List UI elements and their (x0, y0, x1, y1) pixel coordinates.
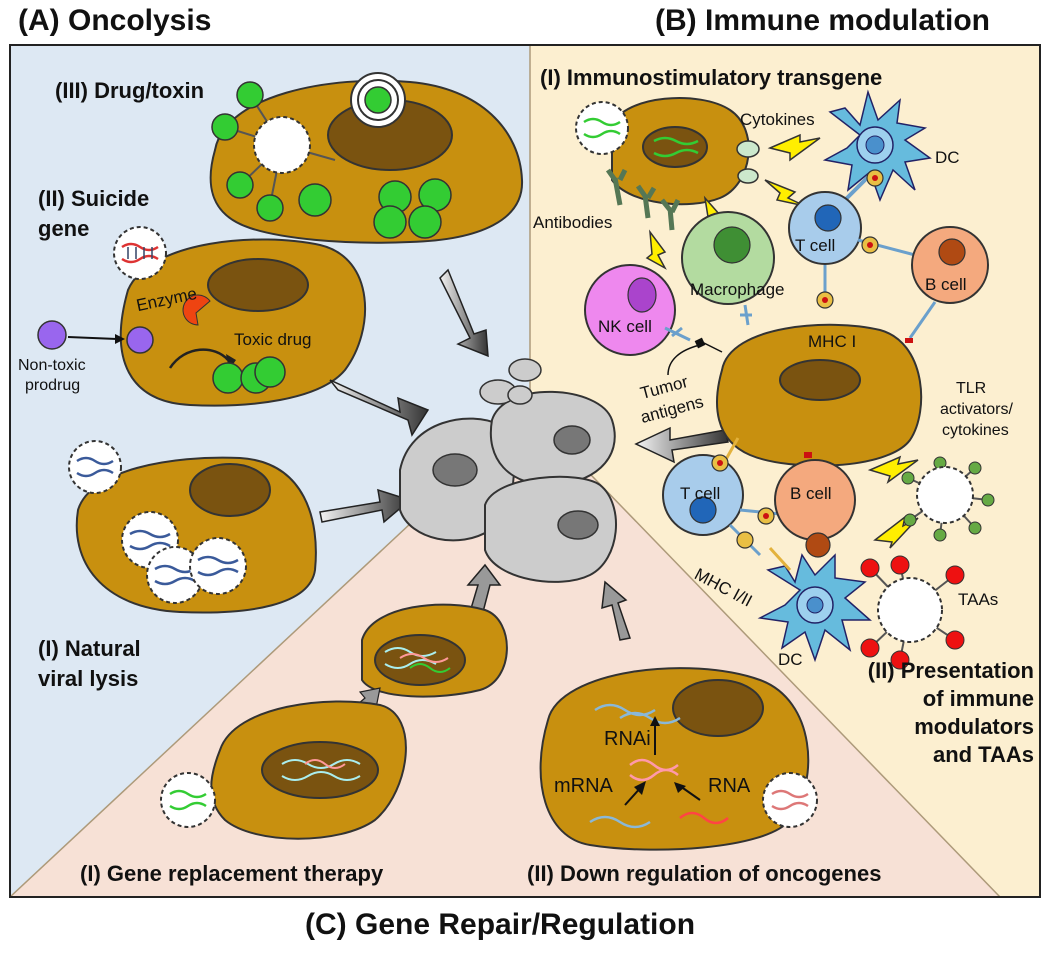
toxic-drug-label: Toxic drug (234, 330, 312, 349)
rna-label: RNA (708, 775, 751, 797)
tlr-label-1: TLR (956, 380, 987, 397)
oncolytic-virus-icon (113, 226, 167, 280)
b-cell (905, 226, 989, 343)
t-cell-label-bottom: T cell (680, 484, 721, 503)
panel-b-transgene-label: (I) Immunostimulatory transgene (540, 65, 883, 90)
b-cell-label-top: B cell (925, 275, 967, 294)
viral-lysis-tumor-cell (75, 456, 317, 614)
tlr-label-2: activators/ (940, 401, 1013, 418)
b-cell-label-bottom: B cell (790, 484, 832, 503)
panel-b-presentation-label-3: modulators (914, 714, 1034, 739)
figure-frame (9, 44, 1041, 898)
macrophage (681, 211, 775, 326)
panel-b-presentation-label-2: of immune (922, 686, 1034, 711)
panel-b-presentation-label-1: (II) Presentation (867, 658, 1034, 683)
panel-c-title: (C) Gene Repair/Regulation (305, 908, 696, 941)
dendritic-cell (822, 89, 932, 203)
suicide-gene-tumor-cell (119, 238, 367, 407)
panel-a-suicide-gene-label-2: gene (38, 216, 90, 241)
dc-label-bottom: DC (778, 650, 803, 669)
transgene-tumor-cell (611, 97, 760, 206)
panel-b-presentation-label-4: and TAAs (932, 742, 1034, 767)
oncogene-regulation-tumor-cell (539, 667, 810, 851)
arrow-icon (466, 563, 631, 641)
mhc-i-label: MHC I (808, 332, 857, 351)
oncolytic-virus-icon (575, 101, 629, 155)
macrophage-label: Macrophage (690, 280, 785, 299)
oncolytic-virus-icon (901, 456, 995, 542)
oncolytic-virus-icon (860, 555, 965, 670)
b-cell (774, 452, 856, 558)
oncolytic-virus-icon (160, 772, 216, 828)
panel-a-viral-lysis-label-1: (I) Natural (38, 636, 141, 661)
panel-a-suicide-gene-label-1: (II) Suicide (38, 186, 150, 211)
gene-replacement-tumor-cell (210, 700, 407, 840)
panel-a-drug-toxin-label: (III) Drug/toxin (55, 78, 205, 103)
tlr-label-3: cytokines (942, 422, 1009, 439)
mrna-label: mRNA (554, 775, 613, 797)
panel-a-viral-lysis-label-2: viral lysis (38, 666, 139, 691)
prodrug-molecule-icon (37, 320, 67, 350)
t-cell (662, 454, 791, 557)
panel-c-gene-replacement-label: (I) Gene replacement therapy (80, 861, 384, 886)
arrow-icon (319, 268, 729, 524)
nk-cell-label: NK cell (598, 317, 652, 336)
panel-b-title: (B) Immune modulation (655, 4, 990, 37)
lysed-tumor-cells (399, 358, 617, 583)
antibody-icon (605, 168, 681, 231)
prodrug-label-2: prodrug (25, 377, 81, 394)
gene-corrected-tumor-cell (361, 603, 508, 698)
rnai-label: RNAi (604, 728, 651, 750)
panel-a-title: (A) Oncolysis (18, 4, 212, 37)
antibodies-label: Antibodies (533, 213, 613, 232)
taas-label: TAAs (958, 590, 999, 609)
t-cell (788, 169, 916, 309)
oncolytic-virus-icon (762, 772, 818, 828)
oncolytic-virus-icon (68, 440, 122, 494)
drug-vesicle-icon (350, 72, 406, 128)
prodrug-label-1: Non-toxic (18, 357, 86, 374)
nk-cell (584, 264, 691, 356)
dc-label-top: DC (935, 148, 960, 167)
t-cell-label-top: T cell (795, 236, 836, 255)
dendritic-cell (757, 546, 872, 663)
oncolytic-virus-icon (211, 81, 336, 222)
cytokines-label: Cytokines (740, 110, 815, 129)
panel-c-down-regulation-label: (II) Down regulation of oncogenes (527, 861, 882, 886)
